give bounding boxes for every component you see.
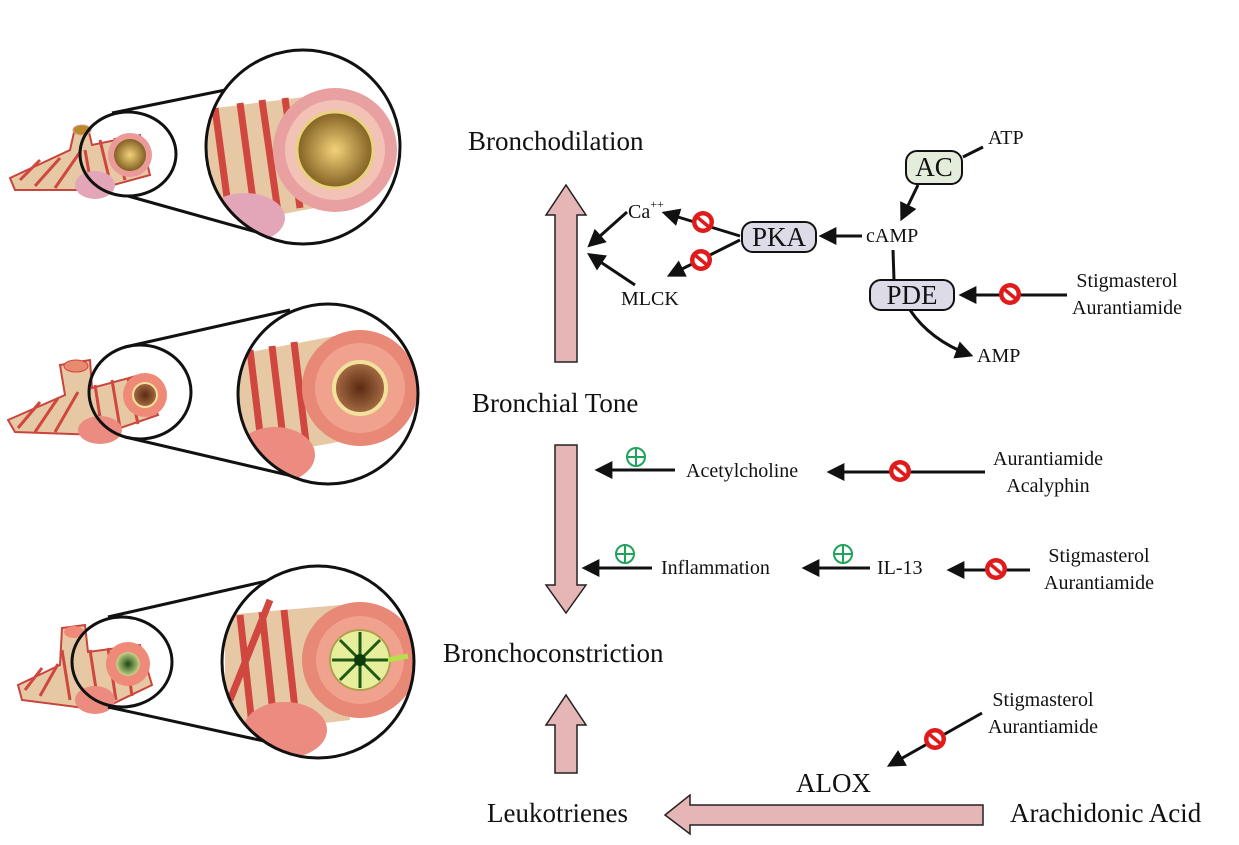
label-ca-charge: ++ xyxy=(650,197,664,211)
label-bronchial-tone: Bronchial Tone xyxy=(472,388,639,418)
mediator-arrows xyxy=(581,461,1030,767)
inhibitor-name: Acalyphin xyxy=(1006,475,1090,497)
pde-inhibitor-list: Stigmasterol Aurantiamide xyxy=(1072,268,1182,322)
airway-zoomed xyxy=(238,304,418,484)
arrow-ac-to-camp xyxy=(900,184,920,222)
magnify-line xyxy=(107,576,281,619)
inhibit-icon xyxy=(692,211,714,233)
label-mlck: MLCK xyxy=(621,288,679,310)
camp-pathway-arrows xyxy=(587,145,1067,359)
inhibitor-name: Aurantiamide xyxy=(1072,297,1182,319)
airway-small-tube xyxy=(6,358,167,444)
block-arrow-left-arachidonic xyxy=(663,793,984,836)
arrow-mlck-to-tone xyxy=(587,253,636,287)
inhibit-icon xyxy=(690,249,712,271)
label-ca: Ca xyxy=(628,201,651,223)
inhibitor-name: Stigmasterol xyxy=(1076,270,1178,292)
inhibitor-name: Stigmasterol xyxy=(992,689,1094,711)
activate-plus-icon xyxy=(833,544,853,564)
magnify-line xyxy=(124,308,291,349)
label-il13: IL-13 xyxy=(877,557,923,579)
inhibitor-name: Aurantiamide xyxy=(993,448,1103,470)
inhibit-symbols xyxy=(690,211,1021,750)
label-alox: ALOX xyxy=(796,768,871,798)
il13-inhibitor-list: Stigmasterol Aurantiamide xyxy=(1044,543,1154,597)
activate-plus-icon xyxy=(626,447,646,467)
label-atp: ATP xyxy=(988,127,1024,149)
inhibit-icon xyxy=(889,460,911,482)
label-bronchoconstriction: Bronchoconstriction xyxy=(443,638,664,668)
block-arrow-down-bronchoconstriction xyxy=(544,444,588,615)
inhibitor-name: Aurantiamide xyxy=(1044,572,1154,594)
line-atp-to-ac xyxy=(962,145,984,159)
line-camp-to-pde xyxy=(891,249,896,281)
inhibit-icon xyxy=(999,283,1021,305)
label-amp: AMP xyxy=(977,345,1021,367)
node-pde: PDE xyxy=(869,279,955,311)
inhibit-icon xyxy=(985,558,1007,580)
inhibitor-name: Aurantiamide xyxy=(988,716,1098,738)
acetylcholine-inhibitor-list: Aurantiamide Acalyphin xyxy=(993,446,1103,500)
airway-illustration-constricted xyxy=(16,564,416,760)
label-arachidonic-acid: Arachidonic Acid xyxy=(1010,798,1202,828)
node-pka: PKA xyxy=(741,221,817,253)
label-inflammation: Inflammation xyxy=(661,557,770,579)
airway-small-tube xyxy=(16,623,154,714)
node-ac: AC xyxy=(905,150,963,185)
inhibitor-name: Stigmasterol xyxy=(1048,545,1150,567)
label-leukotrienes: Leukotrienes xyxy=(487,798,628,828)
magnify-circle-large xyxy=(236,302,420,486)
activate-symbols xyxy=(615,447,853,564)
airway-illustration-normal xyxy=(6,302,420,486)
label-calcium: Ca++ xyxy=(628,198,664,222)
arrow-ca-to-tone xyxy=(587,210,628,248)
magnify-circle-large xyxy=(204,48,402,246)
label-acetylcholine: Acetylcholine xyxy=(686,460,799,482)
airway-zoomed xyxy=(222,566,414,758)
label-camp: cAMP xyxy=(866,225,919,247)
block-arrow-up-bronchodilation xyxy=(544,183,588,363)
block-arrow-up-leukotrienes xyxy=(544,693,588,774)
magnify-circle-small xyxy=(70,615,174,709)
alox-inhibitor-list: Stigmasterol Aurantiamide xyxy=(988,687,1098,741)
airway-illustration-dilated xyxy=(8,48,402,246)
arrow-pde-to-amp xyxy=(908,309,974,359)
magnify-circle-large xyxy=(220,564,416,760)
inhibit-icon xyxy=(924,728,946,750)
activate-plus-icon xyxy=(615,544,635,564)
label-bronchodilation: Bronchodilation xyxy=(468,126,644,156)
